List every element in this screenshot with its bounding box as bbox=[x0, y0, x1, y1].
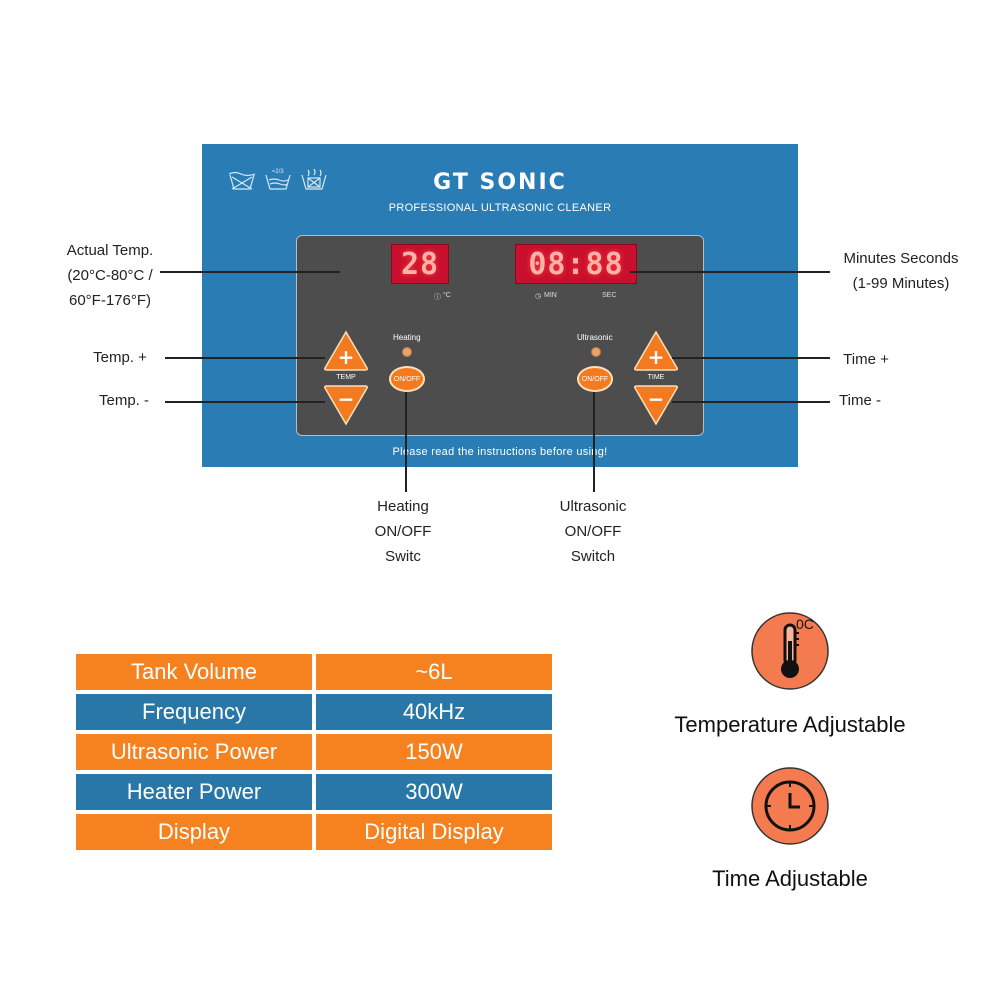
callout-ultrasonic-switch: Ultrasonic ON/OFF Switch bbox=[559, 498, 627, 565]
instructions-note: Please read the instructions before usin… bbox=[392, 446, 608, 458]
spec-row-tank-volume: Tank Volume ~6L bbox=[76, 654, 552, 690]
callout-temp-plus: Temp. + bbox=[93, 349, 147, 366]
thermometer-small-icon: ⓘ bbox=[434, 294, 441, 301]
ultrasonic-indicator-label: Ultrasonic bbox=[577, 333, 613, 342]
callout-temp-minus: Temp. - bbox=[98, 392, 149, 409]
svg-text:≈2/3: ≈2/3 bbox=[272, 169, 284, 175]
heating-indicator-label: Heating bbox=[393, 333, 421, 342]
spec-value: 150W bbox=[316, 734, 552, 770]
time-caption: TIME bbox=[647, 374, 665, 381]
spec-key: Display bbox=[76, 814, 312, 850]
minutes-label: MIN bbox=[544, 292, 557, 299]
temperature-display: 28 bbox=[391, 244, 449, 284]
time-display: 08:88 bbox=[515, 244, 637, 284]
temp-minus-button[interactable]: − bbox=[323, 384, 369, 426]
spec-value: Digital Display bbox=[316, 814, 552, 850]
product-tagline: PROFESSIONAL ULTRASONIC CLEANER bbox=[388, 202, 612, 214]
spec-value: ~6L bbox=[316, 654, 552, 690]
no-heat-icon bbox=[301, 168, 327, 190]
temp-plus-button[interactable]: + bbox=[323, 330, 369, 372]
ultrasonic-onoff-button[interactable]: ON/OFF bbox=[577, 366, 613, 392]
spec-key: Heater Power bbox=[76, 774, 312, 810]
feature-time-label: Time Adjustable bbox=[712, 866, 868, 891]
clock-icon bbox=[751, 767, 829, 845]
callout-minutes-seconds: Minutes Seconds (1-99 Minutes) bbox=[843, 250, 959, 292]
temperature-unit: °C bbox=[443, 292, 451, 299]
spec-key: Frequency bbox=[76, 694, 312, 730]
spec-row-frequency: Frequency 40kHz bbox=[76, 694, 552, 730]
water-level-icon: ≈2/3 bbox=[265, 169, 291, 190]
control-panel: ≈2/3 GT SONIC PROFESSIONAL ULTRASONIC CL… bbox=[202, 144, 798, 467]
heating-onoff-button[interactable]: ON/OFF bbox=[389, 366, 425, 392]
heating-indicator-light bbox=[402, 347, 412, 357]
callout-line-ultrasonic bbox=[593, 392, 595, 492]
temp-caption: TEMP bbox=[336, 374, 356, 381]
callout-line-minutes bbox=[630, 271, 830, 273]
brand-logo: GT SONIC bbox=[433, 170, 567, 195]
minus-icon: − bbox=[338, 387, 355, 411]
callout-line-heating bbox=[405, 392, 407, 492]
minus-icon: − bbox=[648, 387, 665, 411]
spec-row-ultrasonic-power: Ultrasonic Power 150W bbox=[76, 734, 552, 770]
callout-line-actual-temp bbox=[160, 271, 340, 273]
plus-icon: + bbox=[338, 345, 355, 369]
callout-line-time-plus bbox=[672, 357, 830, 359]
spec-value: 300W bbox=[316, 774, 552, 810]
callout-line-temp-plus bbox=[165, 357, 325, 359]
spec-row-display: Display Digital Display bbox=[76, 814, 552, 850]
svg-text:0C: 0C bbox=[796, 616, 814, 632]
ultrasonic-indicator-light bbox=[591, 347, 601, 357]
spec-table: Tank Volume ~6L Frequency 40kHz Ultrason… bbox=[76, 654, 552, 854]
seconds-label: SEC bbox=[602, 292, 617, 299]
control-face: 28 ⓘ °C 08:88 ◷ MIN SEC + TEMP − Heating… bbox=[296, 235, 704, 436]
time-minus-button[interactable]: − bbox=[633, 384, 679, 426]
callout-actual-temp: Actual Temp. (20°C-80°C / 60°F-176°F) bbox=[66, 242, 154, 309]
callout-time-plus: Time + bbox=[843, 351, 889, 368]
care-icons: ≈2/3 bbox=[228, 168, 327, 190]
spec-row-heater-power: Heater Power 300W bbox=[76, 774, 552, 810]
time-plus-button[interactable]: + bbox=[633, 330, 679, 372]
callout-line-temp-minus bbox=[165, 401, 325, 403]
plus-icon: + bbox=[648, 345, 665, 369]
callout-heating-switch: Heating ON/OFF Switc bbox=[374, 498, 432, 565]
temperature-value: 28 bbox=[400, 246, 440, 282]
wash-tub-crossed-icon bbox=[228, 171, 256, 190]
spec-key: Ultrasonic Power bbox=[76, 734, 312, 770]
thermometer-icon: 0C bbox=[751, 612, 829, 690]
callout-line-time-minus bbox=[672, 401, 830, 403]
spec-key: Tank Volume bbox=[76, 654, 312, 690]
time-value: 08:88 bbox=[528, 246, 624, 282]
clock-small-icon: ◷ bbox=[535, 293, 542, 300]
callout-time-minus: Time - bbox=[839, 392, 881, 409]
spec-value: 40kHz bbox=[316, 694, 552, 730]
feature-temperature-label: Temperature Adjustable bbox=[674, 712, 906, 737]
